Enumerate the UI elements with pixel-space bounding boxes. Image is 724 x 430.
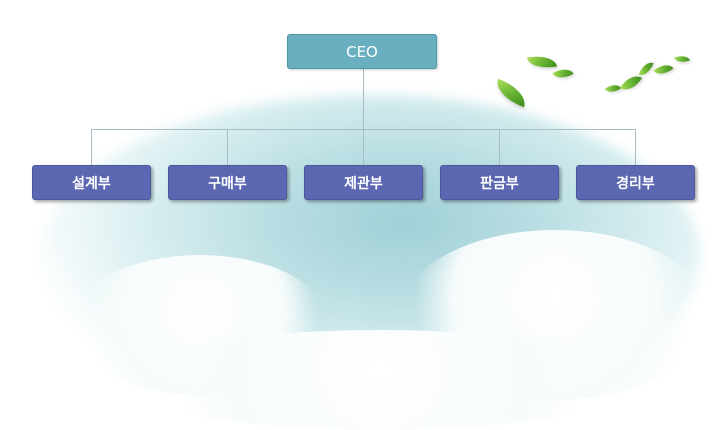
connector-dept-5 bbox=[635, 129, 636, 165]
connector-vertical-root bbox=[363, 69, 364, 130]
ceo-node: CEO bbox=[287, 34, 437, 69]
department-node-accounting: 경리부 bbox=[576, 165, 695, 200]
department-node-fabrication: 제관부 bbox=[304, 165, 423, 200]
department-node-purchasing: 구매부 bbox=[168, 165, 287, 200]
leaf-icon bbox=[604, 80, 622, 97]
cloud-bottom bbox=[120, 330, 640, 430]
leaf-icon bbox=[653, 59, 674, 80]
connector-dept-4 bbox=[499, 129, 500, 165]
leaf-icon bbox=[674, 52, 690, 66]
connector-dept-1 bbox=[91, 129, 92, 165]
connector-dept-2 bbox=[227, 129, 228, 165]
leaf-icon bbox=[552, 64, 574, 83]
connector-dept-3 bbox=[363, 129, 364, 165]
leaf-icon bbox=[491, 78, 531, 108]
leaf-icon bbox=[526, 52, 558, 72]
department-node-sheet-metal: 판금부 bbox=[440, 165, 559, 200]
department-node-design: 설계부 bbox=[32, 165, 151, 200]
leaf-icon bbox=[638, 59, 654, 79]
